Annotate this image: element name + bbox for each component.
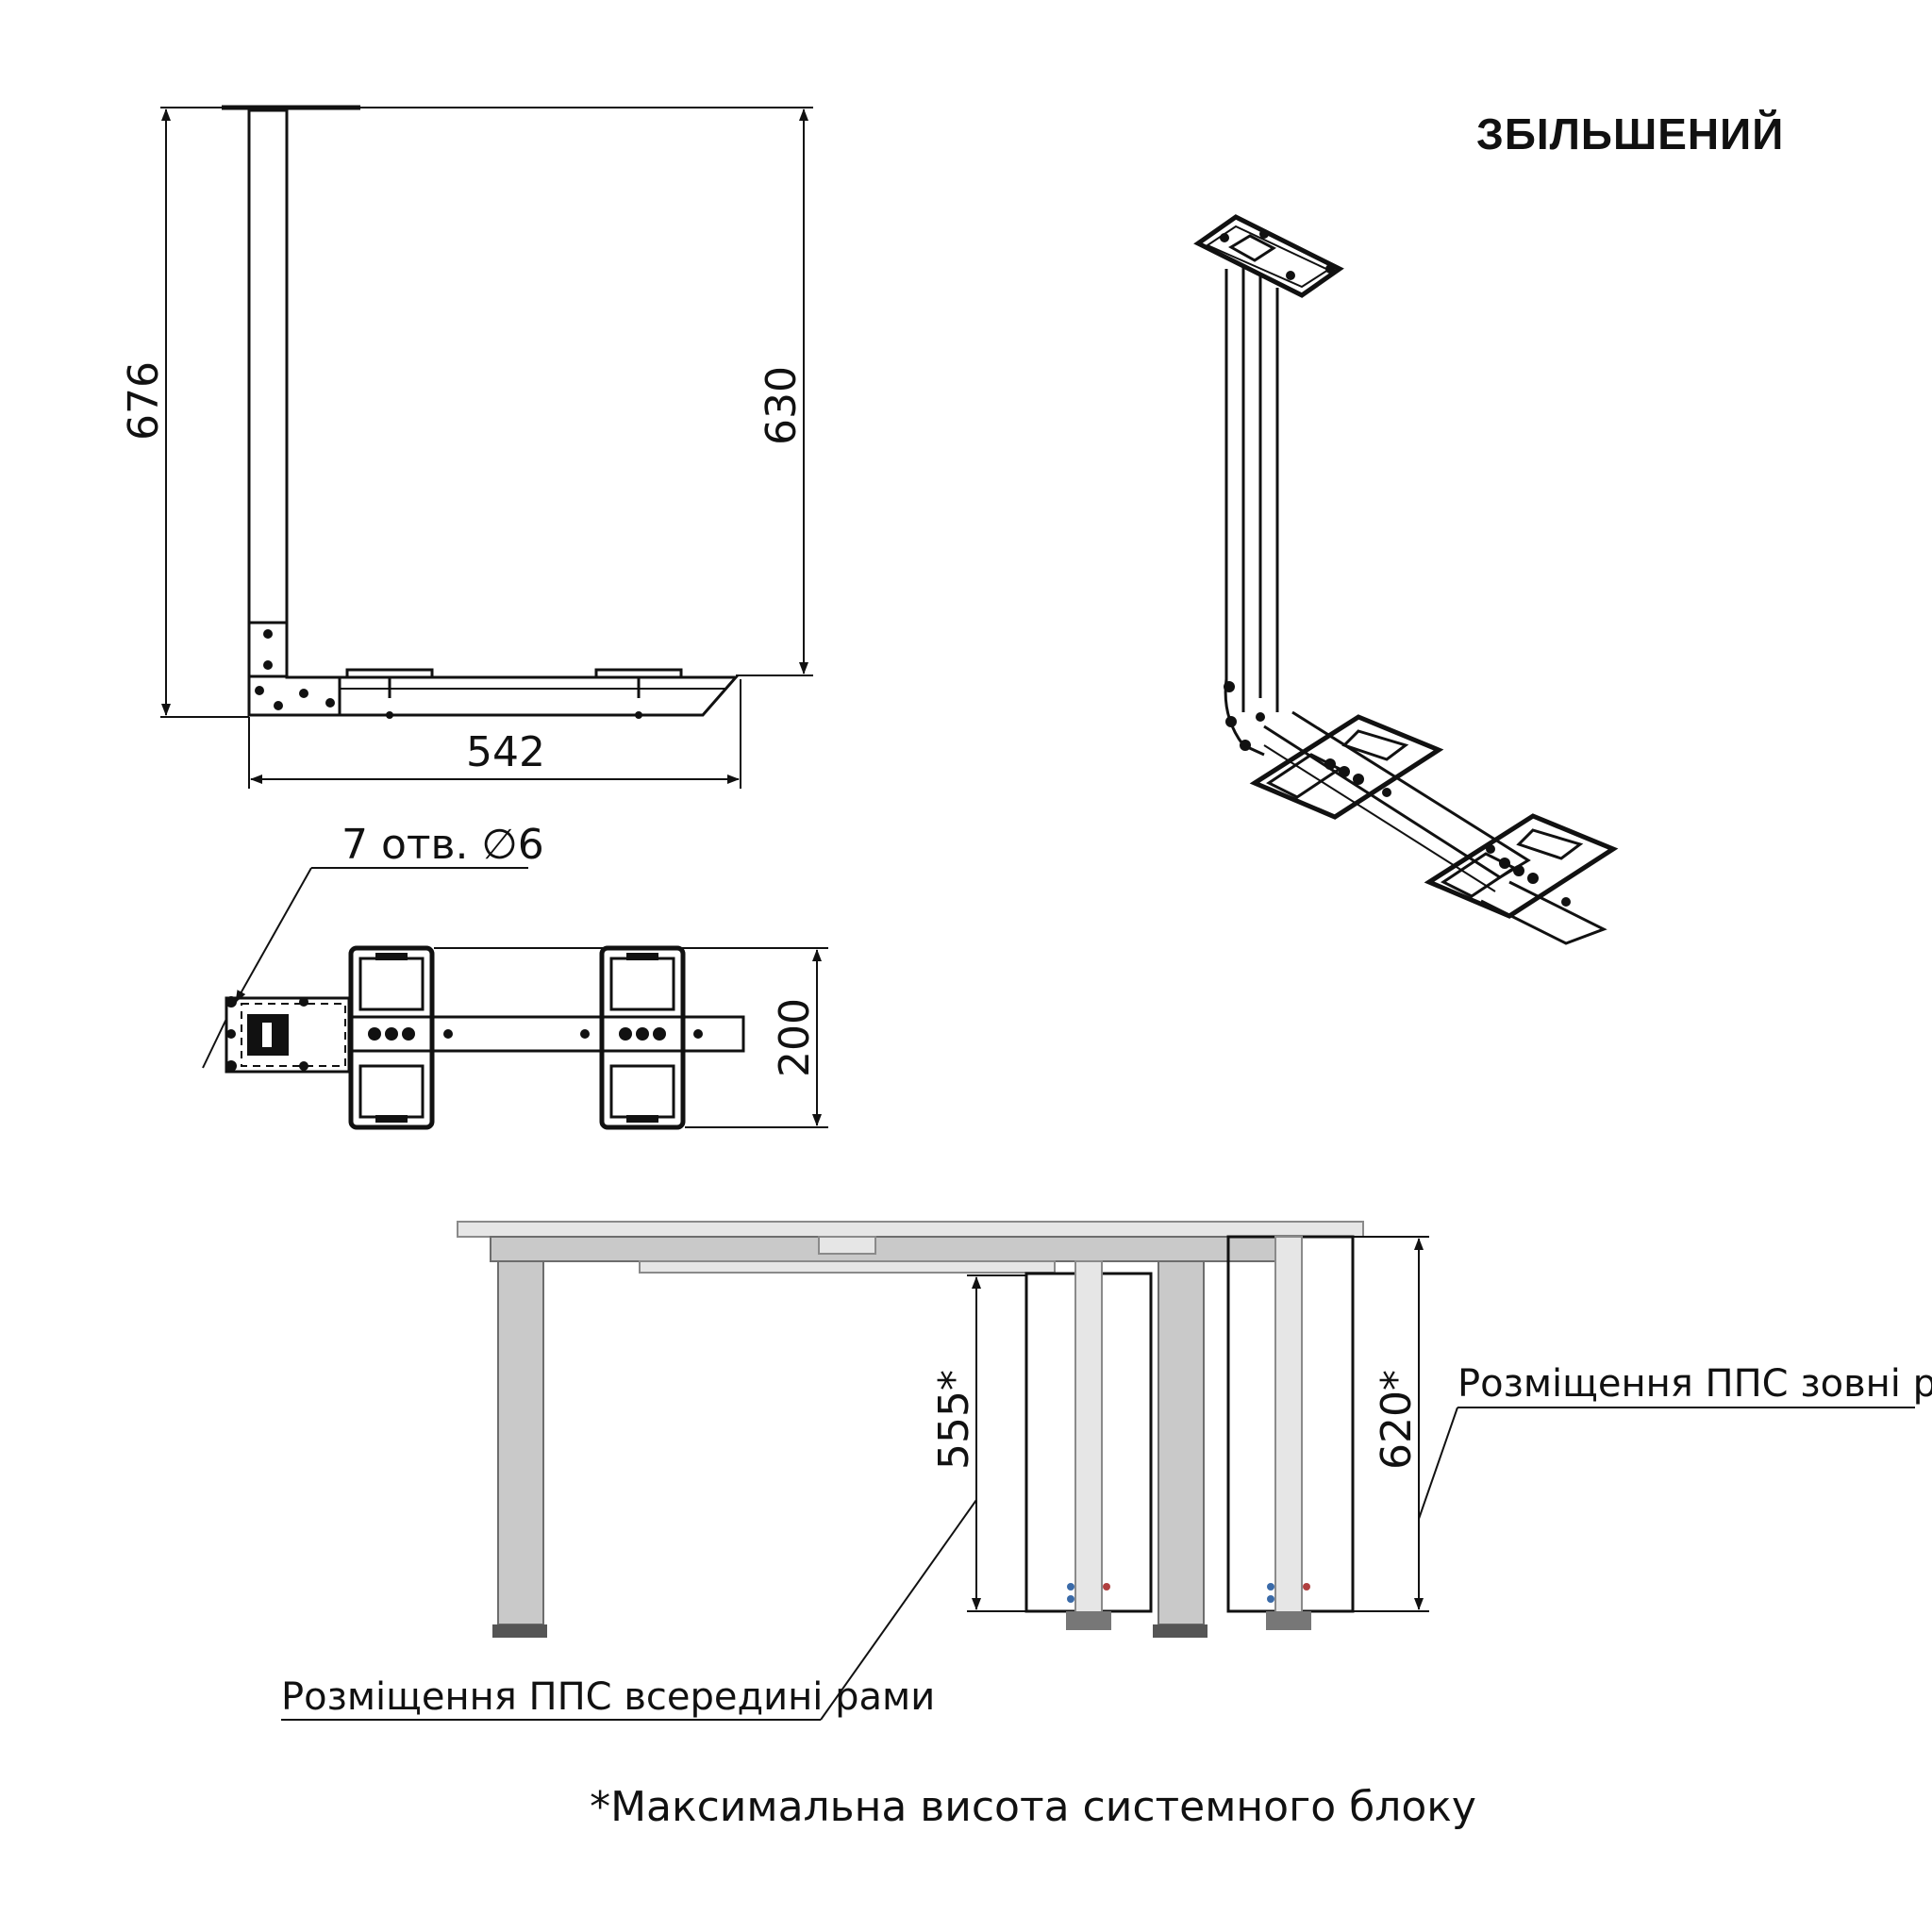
side-view: 676 630 542 <box>120 105 813 789</box>
base-pad-left <box>345 668 434 679</box>
holder-rod-outside <box>1274 1236 1303 1625</box>
iso-foot-near <box>1249 714 1444 820</box>
caption-outside: Розміщення ППС зовні рами <box>1457 1362 1932 1406</box>
holes-leader <box>235 867 312 1003</box>
desk-top <box>457 1221 1364 1238</box>
dimension-542: 542 <box>466 728 545 776</box>
desk-leg-left <box>497 1260 544 1625</box>
iso-top-plate <box>1193 214 1344 298</box>
front-view: 555* 620* Розміщення ППС зовні рами Розм… <box>281 1221 1932 1721</box>
dimension-200: 200 <box>771 998 819 1077</box>
iso-foot-far <box>1424 813 1619 919</box>
footnote: *Максимальна висота системного блоку <box>590 1783 1476 1831</box>
caption-inside: Розміщення ППС всередині рами <box>281 1675 935 1719</box>
vertical-post <box>247 108 289 678</box>
dimension-630: 630 <box>758 366 806 445</box>
holder-rod-inside <box>1074 1260 1103 1625</box>
base-arm <box>249 675 740 717</box>
title-label: ЗБІЛЬШЕНИЙ <box>1476 109 1784 158</box>
base-pad-right <box>594 668 683 679</box>
holes-callout: 7 отв. ∅6 <box>341 821 544 869</box>
desk-frame <box>490 1236 1284 1262</box>
dimension-676: 676 <box>120 361 168 441</box>
foot-cross-left <box>348 945 435 1130</box>
isometric-view <box>1193 214 1619 945</box>
dimension-555: 555* <box>930 1370 978 1470</box>
desk-leg-right <box>1158 1260 1205 1625</box>
top-view: 200 7 отв. ∅6 <box>202 821 828 1130</box>
dimension-620: 620* <box>1373 1370 1421 1470</box>
